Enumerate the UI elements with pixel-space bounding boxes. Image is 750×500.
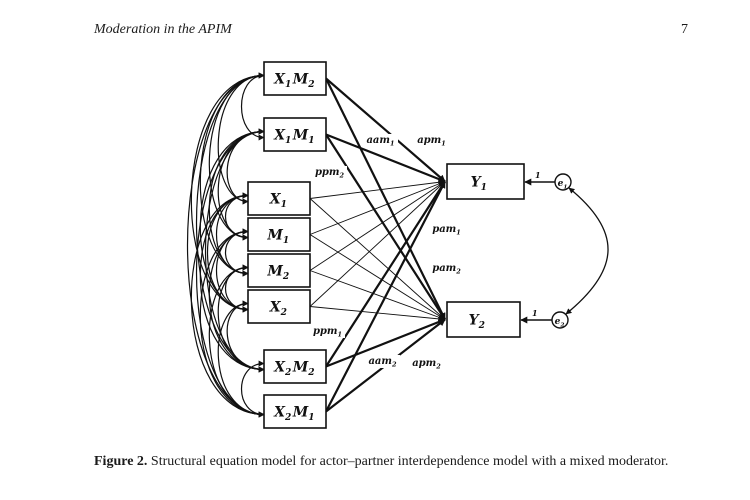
node-label-x2: X2: [269, 300, 289, 319]
path-label-pam1: pam1: [432, 224, 462, 237]
path-to-y1: [309, 180, 446, 235]
path-to-y2: [309, 270, 446, 321]
node-x1m2: [263, 61, 327, 96]
label-bg-aam2: [366, 355, 400, 368]
node-x2m2: [263, 349, 327, 384]
error-loading-e1: 1: [535, 170, 541, 180]
path-label-aam1: aam1: [366, 135, 395, 148]
path-label-apm1: apm1: [417, 135, 447, 148]
path-label-ppm1: ppm1: [313, 326, 343, 339]
node-label-x1m1: X1 M1: [273, 128, 316, 147]
error-circle-e1: [554, 173, 572, 191]
error-loading-e2: 1: [532, 308, 538, 318]
regression-paths: [309, 77, 446, 413]
path-label-aam2: aam2: [368, 356, 397, 369]
node-label-x1m2: X1 M2: [273, 72, 316, 91]
node-x1m1: [263, 117, 327, 152]
error-label-e1: e1: [558, 179, 569, 190]
label-bg-ppm2: [313, 166, 347, 179]
node-x1: [247, 181, 311, 216]
path-label-pam2: pam2: [432, 263, 462, 276]
path-to-y1: [309, 178, 446, 199]
error-circle-e2: [551, 311, 569, 329]
label-bg-aam1: [364, 134, 398, 147]
path-label-ppm2: ppm2: [315, 167, 345, 180]
node-label-y2: Y2: [469, 313, 487, 332]
error-covariance: [565, 187, 609, 315]
covariance-arc: [199, 228, 265, 418]
error-label-e2: e2: [555, 317, 566, 328]
node-y1: [446, 163, 525, 200]
path-to-y2: [325, 318, 446, 368]
path-label-apm2: apm2: [412, 358, 442, 371]
path-to-y1: [325, 180, 446, 368]
sem-diagram: X1 M2 X1 M1 X1 M1 M2 X2 X2 M2 X2 M1 Y1 Y…: [186, 61, 609, 429]
error-terms: e1 1 e2 1: [520, 170, 609, 329]
node-label-m2: M2: [266, 264, 290, 283]
figure-caption: Figure 2. Structural equation model for …: [94, 453, 688, 470]
label-bg-pam2: [430, 262, 464, 275]
covariance-arcs: [186, 72, 265, 418]
node-x2m1: [263, 394, 327, 429]
covariance-arc: [190, 72, 265, 313]
node-label-y1: Y1: [471, 175, 489, 194]
label-bg-apm1: [415, 134, 449, 147]
node-m1: [247, 217, 311, 252]
running-title: Moderation in the APIM: [94, 22, 232, 37]
path-to-y2: [325, 133, 446, 321]
path-to-y1: [325, 77, 446, 183]
node-m2: [247, 253, 311, 288]
path-to-y2: [309, 234, 446, 320]
path-to-y1: [309, 181, 446, 271]
path-to-y1: [325, 133, 446, 183]
node-y2: [446, 301, 521, 338]
page-number: 7: [681, 22, 688, 37]
path-to-y2: [309, 198, 446, 320]
caption-text: Structural equation model for actor–part…: [147, 454, 669, 469]
node-label-x2m2: X2 M2: [273, 360, 316, 379]
label-bg-ppm1: [311, 325, 345, 338]
path-to-y2: [325, 78, 446, 321]
path-labels: aam1 apm1 ppm2 pam1 pam2 ppm1 aam2 apm2: [311, 134, 464, 371]
label-bg-apm2: [410, 357, 444, 370]
node-label-x1: X1: [269, 192, 289, 211]
figure-label: Figure 2.: [94, 454, 148, 469]
covariance-arc: [207, 192, 249, 313]
covariance-arc: [195, 128, 265, 418]
path-to-y1: [309, 181, 446, 307]
label-bg-pam1: [430, 223, 464, 236]
covariance-arc: [241, 360, 265, 418]
node-x2: [247, 289, 311, 324]
node-label-m1: M1: [266, 228, 290, 247]
variable-nodes: X1 M2 X1 M1 X1 M1 M2 X2 X2 M2 X2 M1 Y1 Y…: [247, 61, 525, 429]
covariance-arc: [217, 300, 265, 418]
covariance-arc: [240, 72, 265, 141]
path-to-y1: [325, 180, 446, 413]
node-label-x2m1: X2 M1: [273, 405, 316, 424]
covariance-arc: [190, 192, 265, 418]
